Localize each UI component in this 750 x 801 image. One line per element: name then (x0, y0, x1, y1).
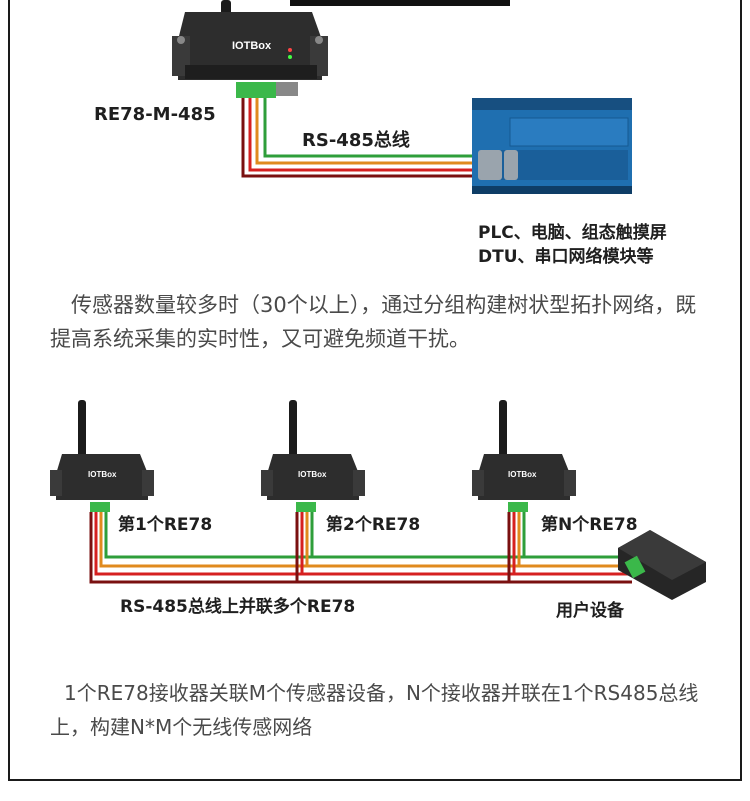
re78-device-2: IOTBox (261, 400, 365, 512)
paragraph-1: 传感器数量较多时（30个以上），通过分组构建树状型拓扑网络，既提高系统采集的实时… (50, 293, 697, 351)
device-brand: IOTBox (298, 470, 327, 479)
device-1-label: 第1个RE78 (118, 515, 213, 535)
device-brand: IOTBox (508, 470, 537, 479)
bus-label-bottom: RS-485总线上并联多个RE78 (120, 597, 356, 617)
device-2-label: 第2个RE78 (326, 515, 421, 535)
bottom-rs485-wires (89, 512, 632, 584)
re78-device-n: IOTBox (472, 400, 576, 512)
antenna-icon (289, 400, 297, 460)
antenna-icon (78, 400, 86, 460)
cropped-header-text (290, 0, 510, 6)
top-device-brand: IOTBox (232, 40, 272, 52)
antenna-icon (499, 400, 507, 460)
top-terminal-block (236, 82, 276, 98)
user-device (618, 530, 706, 600)
re78-device-1: IOTBox (50, 400, 154, 512)
device-n-label: 第N个RE78 (541, 515, 638, 535)
top-rs485-wires (241, 98, 490, 178)
top-device-label: RE78-M-485 (94, 104, 216, 125)
paragraph-2: 1个RE78接收器关联M个传感器设备，N个接收器并联在1个RS485总线上，构建… (50, 681, 699, 739)
device-brand: IOTBox (88, 470, 117, 479)
user-device-label: 用户设备 (556, 601, 624, 621)
top-gateway-device: IOTBox (172, 12, 328, 98)
bus-label-top: RS-485总线 (302, 130, 410, 151)
plc-caption-line1: PLC、电脑、组态触摸屏 (478, 223, 667, 243)
plc-device (472, 98, 632, 194)
plc-caption-line2: DTU、串口网络模块等 (478, 247, 654, 267)
